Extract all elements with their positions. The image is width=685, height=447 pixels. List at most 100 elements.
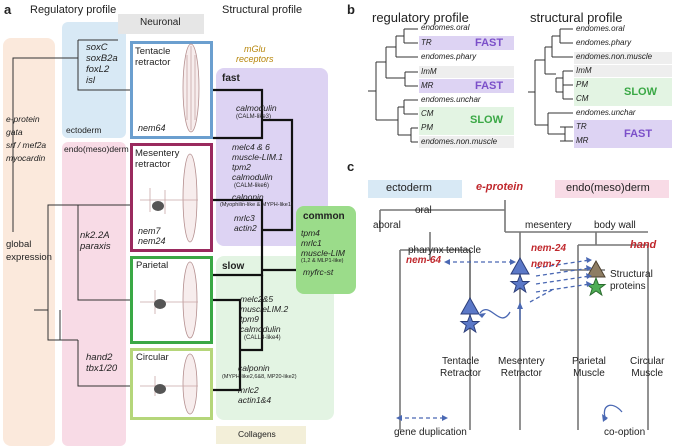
slow-gene-2: calponin bbox=[238, 363, 270, 373]
tip-circular-muscle: Circular Muscle bbox=[630, 356, 665, 379]
tentacle-retractor-box bbox=[130, 41, 213, 139]
str-slow-bar bbox=[574, 78, 672, 106]
reg-leaf: endomes.oral bbox=[421, 23, 470, 32]
tentacle-label: tentacle bbox=[446, 245, 482, 256]
str-fast-bar bbox=[574, 120, 672, 148]
ectoderm-label: ectoderm bbox=[66, 125, 102, 135]
nem24-label: nem-24 bbox=[531, 243, 567, 254]
common-genes: tpm4 mrlc1 muscle-LIM bbox=[301, 228, 345, 258]
collagens-region bbox=[216, 426, 306, 444]
str-grey-2 bbox=[574, 65, 672, 77]
fast-gene-2-note: (CALM-like6) bbox=[234, 183, 270, 189]
slow-gene-2-note: (MYPH-like2,6&8, MP20-like2) bbox=[222, 374, 297, 380]
endo-tag: endo(meso)derm bbox=[566, 182, 650, 194]
tentacle-retractor-title: Tentacle retractor bbox=[135, 46, 171, 68]
fast-gene-3: calponin bbox=[232, 192, 264, 202]
mesentery-nem: nem7 nem24 bbox=[138, 226, 166, 246]
slow-gene-1-note: (CALL3-like4) bbox=[244, 335, 281, 341]
global-genes: e-protein gata srf / mef2a myocardin bbox=[6, 114, 47, 163]
hand-genes: hand2 tbx1/20 bbox=[86, 352, 118, 374]
structural-profile-title: Structural profile bbox=[222, 4, 303, 16]
common-label: common bbox=[303, 211, 345, 222]
endoderm-label: endo(meso)derm bbox=[64, 144, 129, 154]
str-leaf: MR bbox=[576, 136, 589, 145]
common-extra: myfrc-st bbox=[303, 267, 334, 277]
neuronal-region bbox=[118, 14, 204, 34]
mesentery-retractor-title: Mesentery retractor bbox=[135, 148, 180, 170]
slow-gene-3: mrlc2 actin1&4 bbox=[238, 385, 272, 405]
common-region bbox=[296, 206, 356, 294]
mglu-receptors: mGlu receptors bbox=[236, 44, 274, 64]
structural-tree-title: structural profile bbox=[530, 10, 623, 25]
oral-label: oral bbox=[415, 205, 432, 216]
str-leaf: ImM bbox=[576, 66, 592, 75]
reg-fast-bar-1 bbox=[419, 36, 514, 50]
reg-grey-1 bbox=[419, 66, 514, 78]
reg-leaf: endomes.phary bbox=[421, 52, 477, 61]
str-leaf: endomes.non.muscle bbox=[576, 52, 653, 61]
reg-fast-tag-1: FAST bbox=[475, 37, 504, 49]
reg-leaf: endomes.unchar bbox=[421, 95, 481, 104]
endo-tag-box bbox=[555, 180, 669, 198]
tip-mesentery-retractor: Mesentery Retractor bbox=[498, 356, 545, 379]
mesentery-retractor-box bbox=[130, 143, 213, 252]
tip-tentacle-retractor: Tentacle Retractor bbox=[440, 356, 482, 379]
circular-title: Circular bbox=[136, 352, 169, 363]
nem7-label: nem-7 bbox=[531, 259, 561, 270]
reg-leaf: CM bbox=[421, 109, 434, 118]
global-expression-label: global expression bbox=[6, 239, 52, 263]
str-leaf: endomes.unchar bbox=[576, 108, 636, 117]
aboral-label: aboral bbox=[373, 220, 401, 231]
str-leaf: TR bbox=[576, 122, 587, 131]
neuronal-label: Neuronal bbox=[140, 17, 181, 28]
ectoderm-tag-box bbox=[368, 180, 462, 198]
str-leaf: CM bbox=[576, 94, 589, 103]
str-leaf: endomes.oral bbox=[576, 24, 625, 33]
str-grey-1 bbox=[574, 52, 672, 64]
reg-leaf: endomes.non.muscle bbox=[421, 137, 498, 146]
pharynx-label: pharynx bbox=[408, 245, 444, 256]
fast-gene-1-note: (CALM-like3) bbox=[236, 114, 272, 120]
reg-leaf: ImM bbox=[421, 67, 437, 76]
slow-gene-1: melc2&5 muscleLIM.2 tpm9 calmodulin bbox=[240, 294, 289, 334]
slow-label: slow bbox=[222, 261, 245, 272]
e-protein-label: e-protein bbox=[476, 181, 524, 193]
common-note: (1,2 & MLP1-like) bbox=[301, 258, 344, 264]
tip-parietal-muscle: Parietal Muscle bbox=[572, 356, 606, 379]
reg-leaf: TR bbox=[421, 38, 432, 47]
str-leaf: endomes.phary bbox=[576, 38, 632, 47]
parietal-box bbox=[130, 256, 213, 344]
legend-gene-duplication: gene duplication bbox=[394, 427, 467, 438]
ecto-genes: soxC soxB2a foxL2 isl bbox=[86, 42, 118, 86]
collagens-label: Collagens bbox=[238, 429, 276, 439]
str-fast-tag: FAST bbox=[624, 128, 653, 140]
panel-b-label: b bbox=[347, 2, 355, 17]
reg-slow-bar bbox=[419, 107, 514, 135]
hand-label: hand bbox=[630, 239, 657, 251]
fast-gene-4: mrlc3 actin2 bbox=[234, 213, 257, 233]
tentacle-nem: nem64 bbox=[138, 123, 166, 133]
parietal-title: Parietal bbox=[136, 260, 169, 271]
nk-genes: nk2.2A paraxis bbox=[80, 230, 111, 252]
fast-gene-1: calmodulin bbox=[236, 103, 277, 113]
mesentery-label: mesentery bbox=[525, 220, 572, 231]
ectoderm-tag: ectoderm bbox=[386, 182, 432, 194]
reg-fast-tag-2: FAST bbox=[475, 80, 504, 92]
fast-gene-3-note: (Myophilin-like & MYPH-like1) bbox=[220, 202, 293, 208]
panel-a-label: a bbox=[4, 2, 12, 17]
endoderm-region bbox=[62, 142, 126, 446]
legend-co-option: co-option bbox=[604, 427, 646, 438]
fast-gene-2: melc4 & 6 muscle-LIM.1 tpm2 calmodulin bbox=[232, 142, 284, 182]
str-leaf: PM bbox=[576, 80, 588, 89]
reg-slow-tag: SLOW bbox=[470, 114, 503, 126]
reg-leaf: MR bbox=[421, 81, 434, 90]
fast-label: fast bbox=[222, 73, 240, 84]
ectoderm-region bbox=[62, 22, 126, 138]
structural-proteins-label: Structural proteins bbox=[610, 269, 653, 292]
reg-fast-bar-2 bbox=[419, 79, 514, 93]
panel-c-label: c bbox=[347, 159, 355, 174]
reg-grey-2 bbox=[419, 136, 514, 148]
global-expression-region bbox=[3, 38, 55, 446]
